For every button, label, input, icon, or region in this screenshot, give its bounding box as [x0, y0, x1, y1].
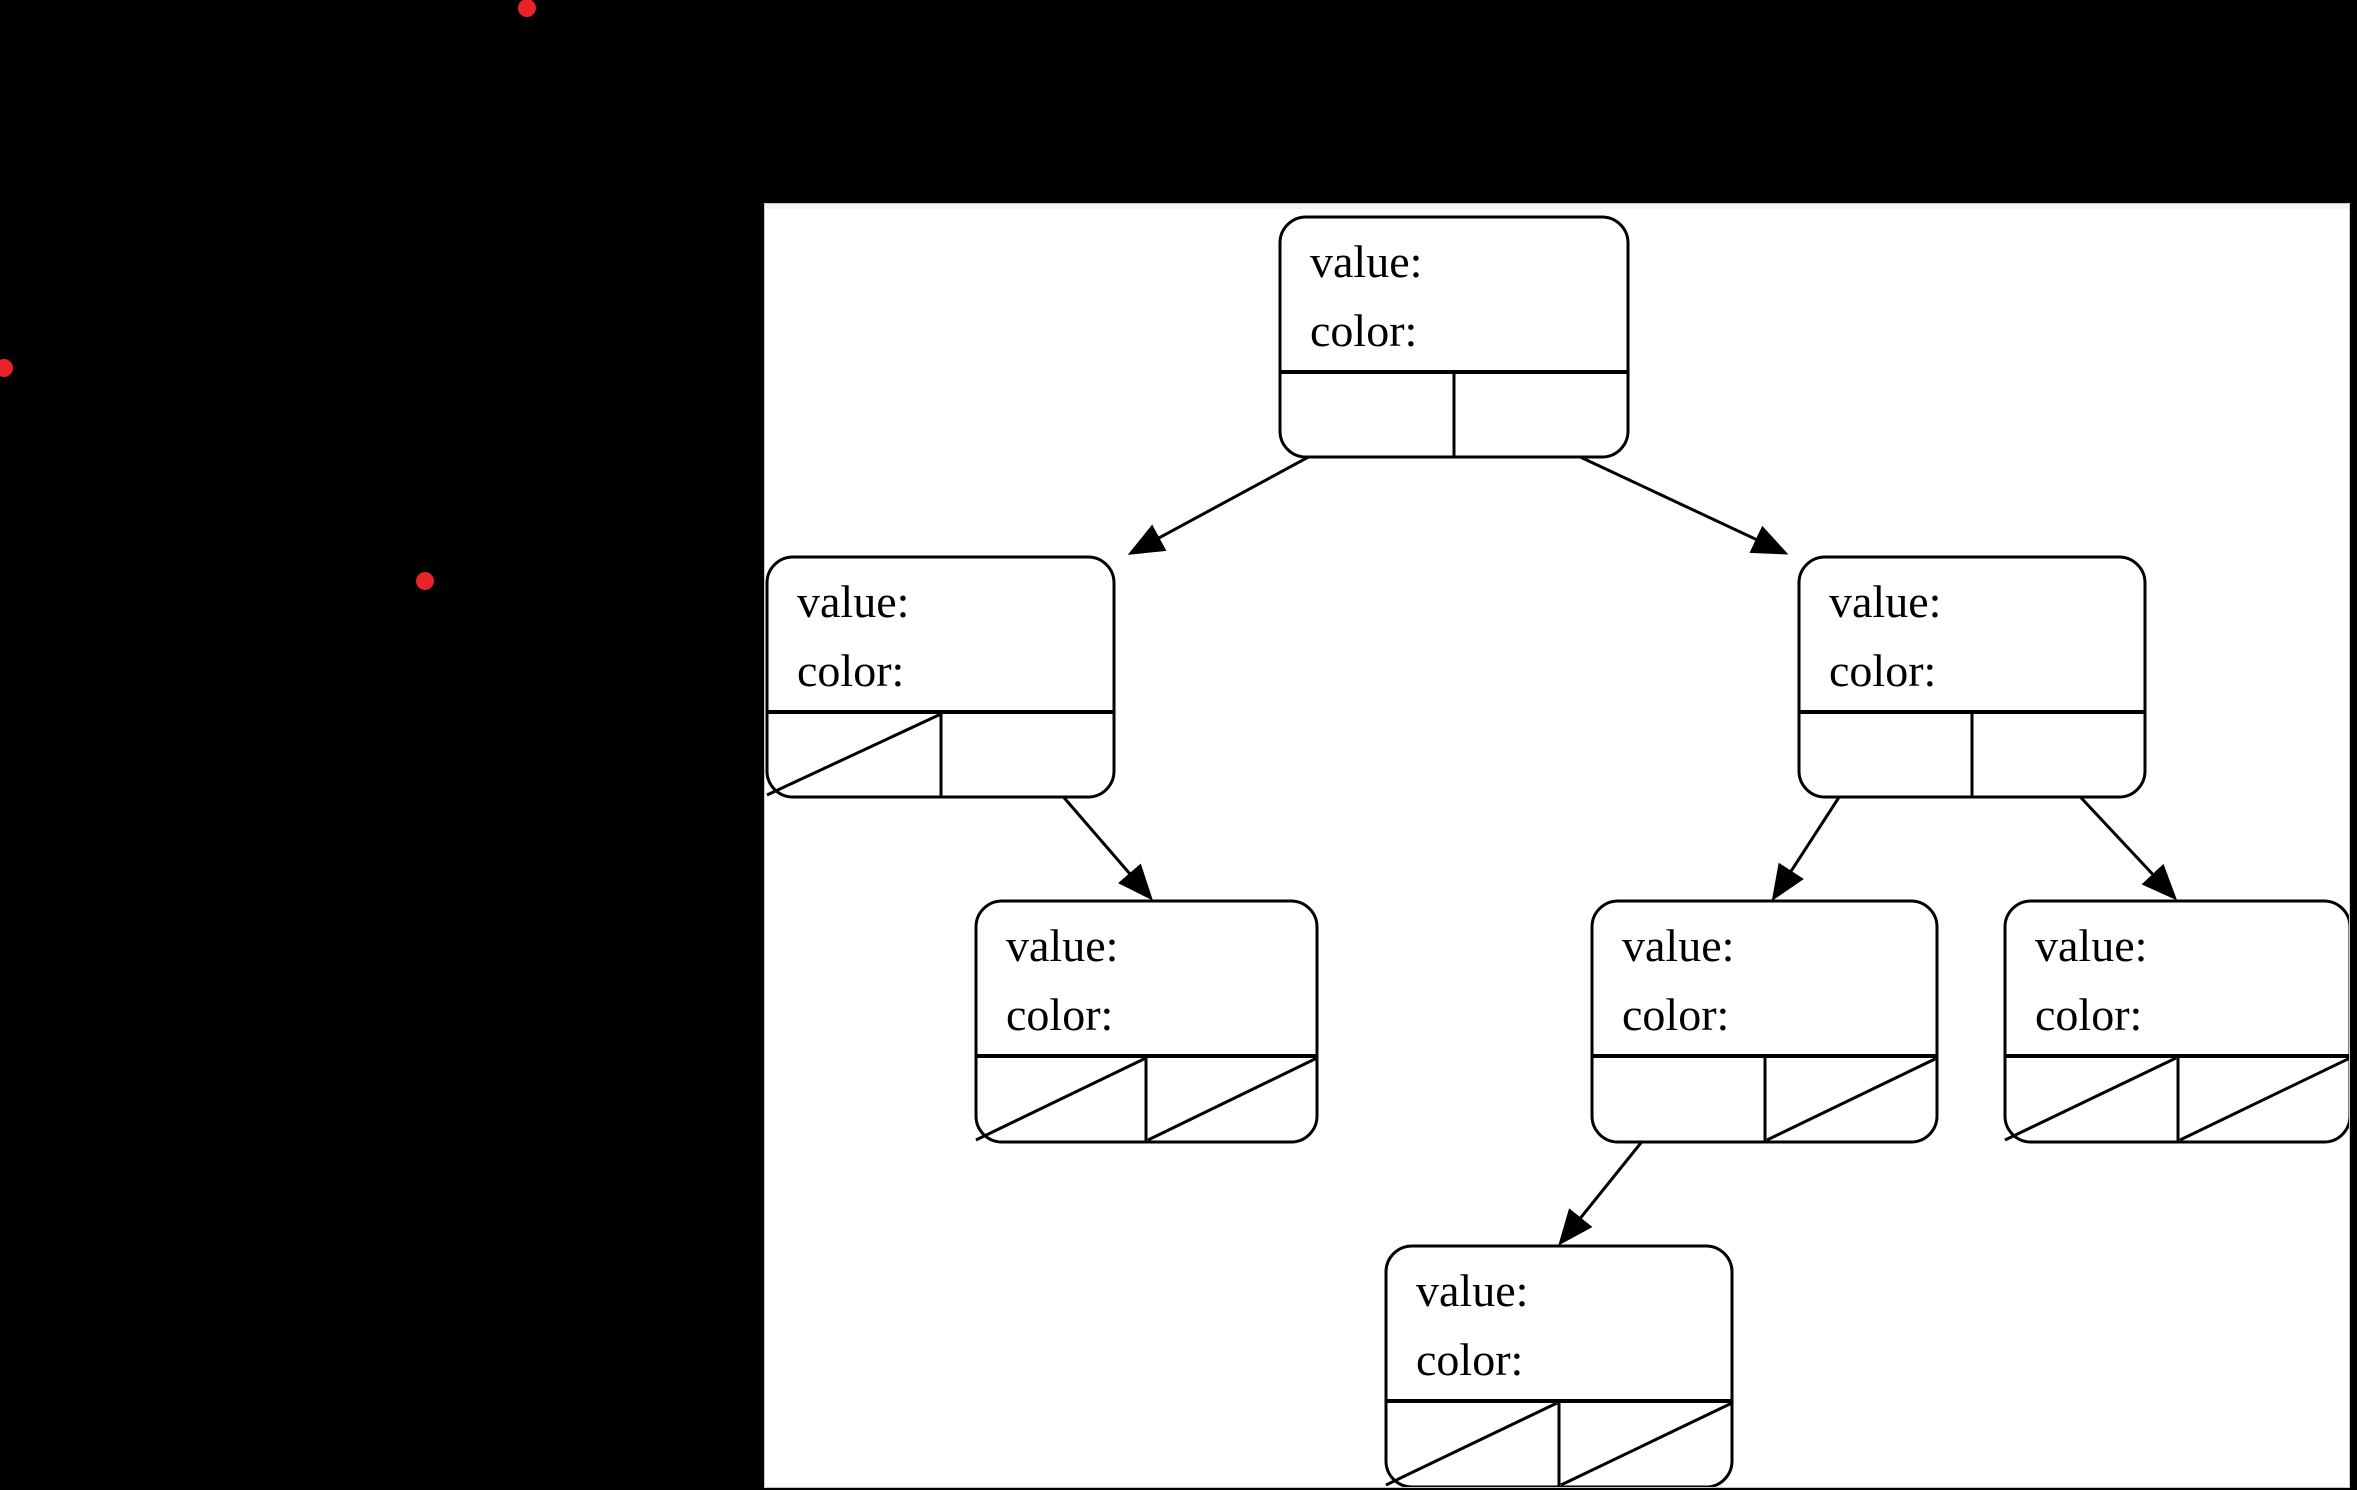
node-left-color-label: color: [797, 645, 904, 696]
node-right-color-label: color: [1829, 645, 1936, 696]
node-deep-box[interactable] [1384, 1244, 1734, 1487]
node-left-right-color-label: color: [1006, 989, 1113, 1040]
node-right-right-value-label: value: [2035, 920, 2147, 971]
marker-dot-left [0, 359, 13, 377]
edge-root-left [1127, 439, 1339, 555]
node-left-right-null-slash-left [975, 1056, 1147, 1142]
tree-node-right-right[interactable]: value: color: [2003, 899, 2349, 1144]
tree-node-left[interactable]: value: color: [765, 555, 1116, 799]
tree-diagram-svg: value: color: value: color: value: color… [765, 215, 2349, 1487]
node-deep-null-slash-left [1385, 1401, 1558, 1487]
node-right-left-value-label: value: [1622, 920, 1734, 971]
node-left-null-slash-left [766, 712, 942, 797]
tree-node-left-right[interactable]: value: color: [974, 899, 1319, 1144]
node-deep-color-label: color: [1416, 1334, 1523, 1385]
node-right-right-color-label: color: [2035, 989, 2142, 1040]
node-right-right-null-slash-left [2004, 1056, 2177, 1142]
node-right-left-null-slash-right [1766, 1056, 1938, 1142]
panel-top-strip [765, 204, 2349, 209]
node-left-right-value-label: value: [1006, 920, 1118, 971]
node-right-right-null-slash-right [2179, 1056, 2349, 1142]
node-left-right-null-slash-right [1147, 1056, 1318, 1142]
tree-node-root[interactable]: value: color: [1278, 215, 1630, 459]
node-deep-value-label: value: [1416, 1265, 1528, 1316]
marker-dot-middle [416, 572, 434, 590]
diagram-panel[interactable]: value: color: value: color: value: color… [764, 203, 2350, 1488]
node-root-color-label: color: [1310, 305, 1417, 356]
marker-dot-top [518, 0, 536, 17]
tree-node-right-left[interactable]: value: color: [1590, 899, 1939, 1144]
node-root-value-label: value: [1310, 236, 1422, 287]
tree-node-deep[interactable]: value: color: [1384, 1244, 1734, 1487]
edge-root-right [1545, 439, 1789, 555]
node-deep-null-slash-right [1560, 1401, 1733, 1487]
node-left-value-label: value: [797, 576, 909, 627]
tree-node-right[interactable]: value: color: [1797, 555, 2147, 799]
node-right-left-color-label: color: [1622, 989, 1729, 1040]
node-right-value-label: value: [1829, 576, 1941, 627]
